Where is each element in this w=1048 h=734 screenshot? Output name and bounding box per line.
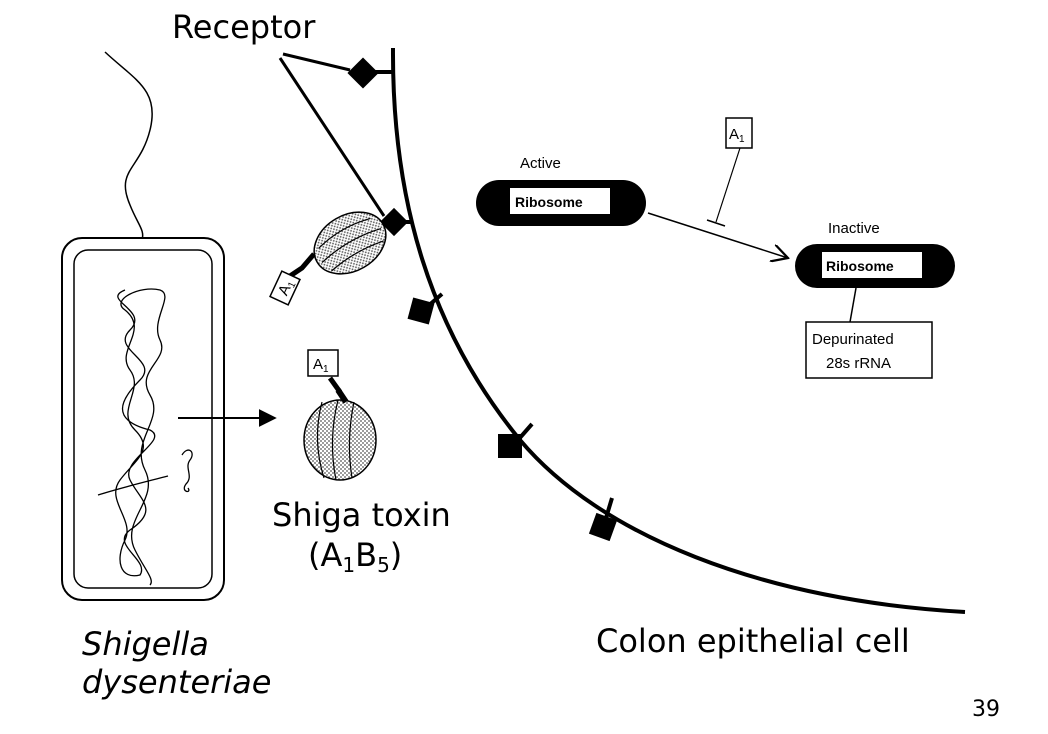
- inactivation-arrow: [647, 212, 788, 258]
- receptor-5: [588, 497, 618, 542]
- depurinated-box: Depurinated 28s rRNA: [805, 321, 933, 379]
- bacterial-dna: [115, 288, 166, 586]
- a1-free-label: A1: [313, 356, 329, 375]
- free-toxin: A1: [303, 349, 377, 481]
- flagellum: [104, 51, 153, 241]
- bacterium-name-line2: dysenteriae: [82, 663, 271, 701]
- shigella-bacterium: [61, 51, 225, 601]
- receptor-pointer-2: [278, 57, 386, 217]
- cell-label: Colon epithelial cell: [596, 622, 910, 660]
- receptor-label: Receptor: [172, 8, 316, 46]
- toxin-name-label: Shiga toxin: [272, 496, 451, 534]
- plasmid: [181, 449, 193, 493]
- a1-cell-label: A1: [729, 126, 745, 145]
- a1-cell-box: A1: [706, 117, 753, 227]
- bound-toxin: A1: [269, 211, 387, 306]
- ribosome-active-label: Ribosome: [515, 194, 583, 210]
- inactive-ribosome: Ribosome: [795, 244, 955, 288]
- page-number: 39: [972, 697, 1000, 722]
- depurinated-line1: Depurinated: [812, 331, 894, 348]
- active-ribosome: Ribosome: [476, 180, 646, 226]
- ribosome-inactive-label: Ribosome: [826, 258, 894, 274]
- a1-bound-label: A1: [275, 276, 299, 299]
- toxin-formula-label: (A1B5): [308, 536, 402, 577]
- receptor-3: [407, 292, 444, 325]
- depurinated-connector: [849, 287, 857, 323]
- bacterium-name-line1: Shigella: [82, 625, 209, 663]
- inactive-label: Inactive: [828, 220, 880, 237]
- active-label: Active: [520, 155, 561, 172]
- depurinated-line2: 28s rRNA: [826, 355, 891, 372]
- receptor-1: [347, 57, 394, 89]
- receptor-4: [498, 422, 534, 458]
- receptor-pointer-1: [282, 52, 351, 72]
